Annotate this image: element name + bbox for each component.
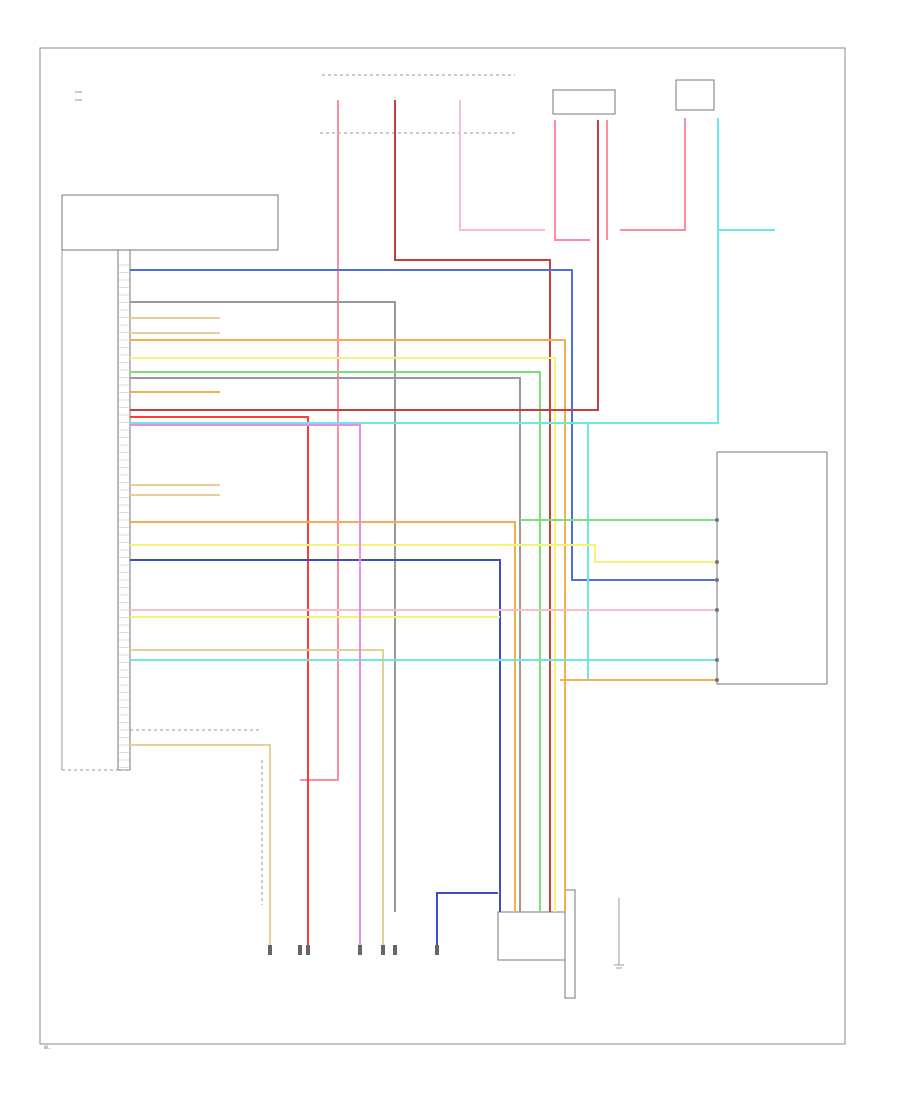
wire-cyan-18 bbox=[588, 118, 719, 424]
wire-brightred-16 bbox=[130, 416, 309, 955]
wire-lightpink-2 bbox=[459, 100, 545, 231]
ground-symbol bbox=[614, 898, 624, 969]
relay-box-left bbox=[552, 89, 616, 115]
wire-green-12 bbox=[130, 371, 541, 912]
wire-gray-13 bbox=[130, 377, 521, 912]
connector-pin bbox=[715, 560, 719, 564]
connector-pin bbox=[715, 578, 719, 582]
wire-pink-5 bbox=[620, 118, 686, 231]
bottom-connector-pin bbox=[358, 945, 362, 955]
wire-cyan-17 bbox=[130, 422, 717, 681]
wire-yellow-11 bbox=[130, 357, 556, 912]
wire-gray-7 bbox=[130, 301, 396, 912]
wire-tan-27 bbox=[130, 649, 384, 955]
wire-orange-22 bbox=[130, 521, 516, 912]
wire-pink-3 bbox=[554, 120, 590, 241]
wire-navy-31 bbox=[436, 892, 498, 955]
footer-code: W... bbox=[44, 1045, 51, 1050]
relay-box-right bbox=[675, 79, 715, 111]
connector-pin bbox=[715, 518, 719, 522]
connector-pin bbox=[715, 608, 719, 612]
wires bbox=[130, 100, 775, 955]
wire-orange-10 bbox=[130, 339, 566, 912]
connector-pin bbox=[715, 658, 719, 662]
bottom-connector-pin bbox=[393, 945, 397, 955]
wire-pink-0 bbox=[300, 100, 339, 781]
wire-navy-24 bbox=[130, 559, 501, 912]
bottom-connector-pin bbox=[298, 945, 302, 955]
pins bbox=[118, 264, 719, 955]
wire-red-15 bbox=[130, 120, 599, 411]
diagram-frame bbox=[39, 47, 846, 1045]
bottom-connector-pin bbox=[268, 945, 272, 955]
bottom-connector-pin bbox=[381, 945, 385, 955]
bottom-connector-pin bbox=[306, 945, 310, 955]
legend bbox=[75, 91, 82, 101]
bottom-module-edge bbox=[564, 889, 576, 999]
wire-yellow-23 bbox=[130, 544, 717, 563]
control-module bbox=[61, 194, 279, 771]
bottom-connector-pin bbox=[435, 945, 439, 955]
trailer-connector-box bbox=[716, 451, 828, 685]
connector-pin bbox=[715, 678, 719, 682]
wire-red-1 bbox=[394, 100, 551, 912]
wire-violet-29 bbox=[130, 424, 361, 955]
wire-blue-6 bbox=[130, 269, 717, 581]
wire-tan-30 bbox=[130, 744, 271, 955]
bottom-module bbox=[497, 911, 573, 961]
